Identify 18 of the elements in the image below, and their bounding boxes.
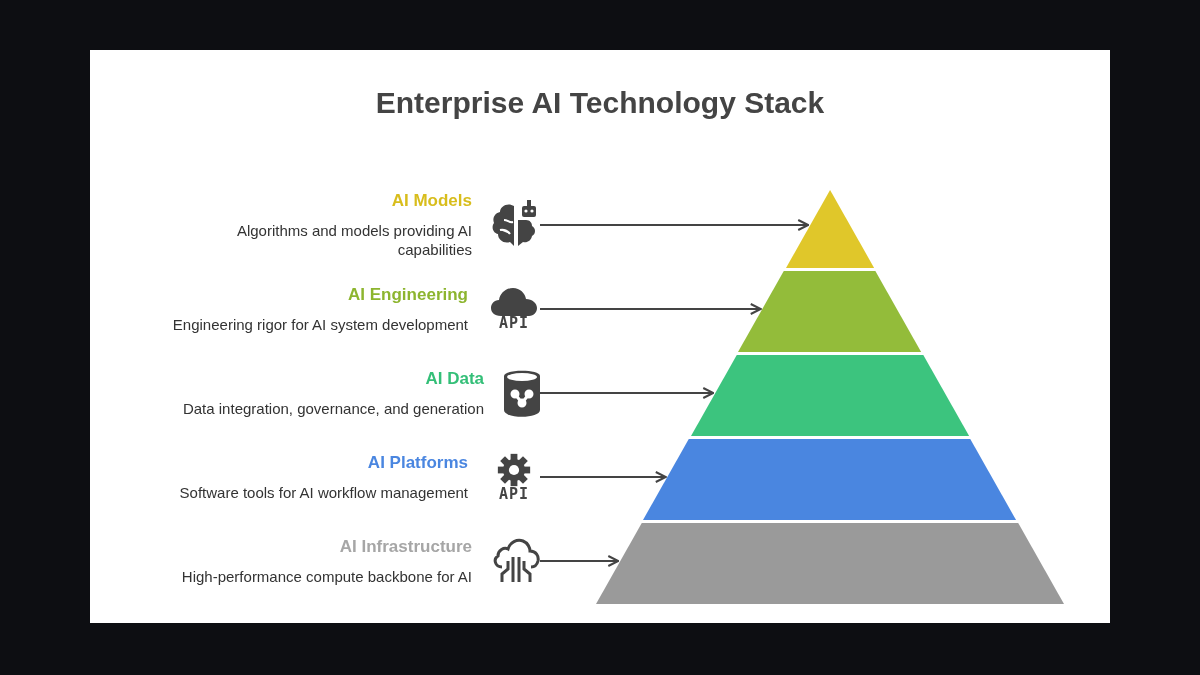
tier-description: Data integration, governance, and generation: [181, 398, 484, 418]
tier-heading: AI Data: [424, 368, 484, 389]
tier-description: Algorithms and models providing AI capabilities: [235, 221, 472, 259]
tier-description: Engineering rigor for AI system development: [171, 314, 468, 334]
tier-heading: AI Models: [390, 191, 472, 211]
arrow: [540, 471, 667, 483]
arrow: [540, 555, 620, 567]
arrow: [540, 303, 762, 315]
title: Enterprise AI Technology Stack: [374, 86, 826, 120]
tier-heading: AI Infrastructure: [338, 536, 472, 557]
icon-label: API: [498, 486, 530, 502]
arrow: [540, 219, 810, 231]
tier-description: High-performance compute backbone for AI: [180, 566, 472, 586]
icon-label: API: [498, 315, 530, 331]
tier-heading: AI Engineering: [347, 284, 468, 305]
tier-heading: AI Platforms: [366, 452, 468, 473]
arrow: [540, 387, 715, 399]
tier-description: Software tools for AI workflow management: [178, 482, 468, 502]
